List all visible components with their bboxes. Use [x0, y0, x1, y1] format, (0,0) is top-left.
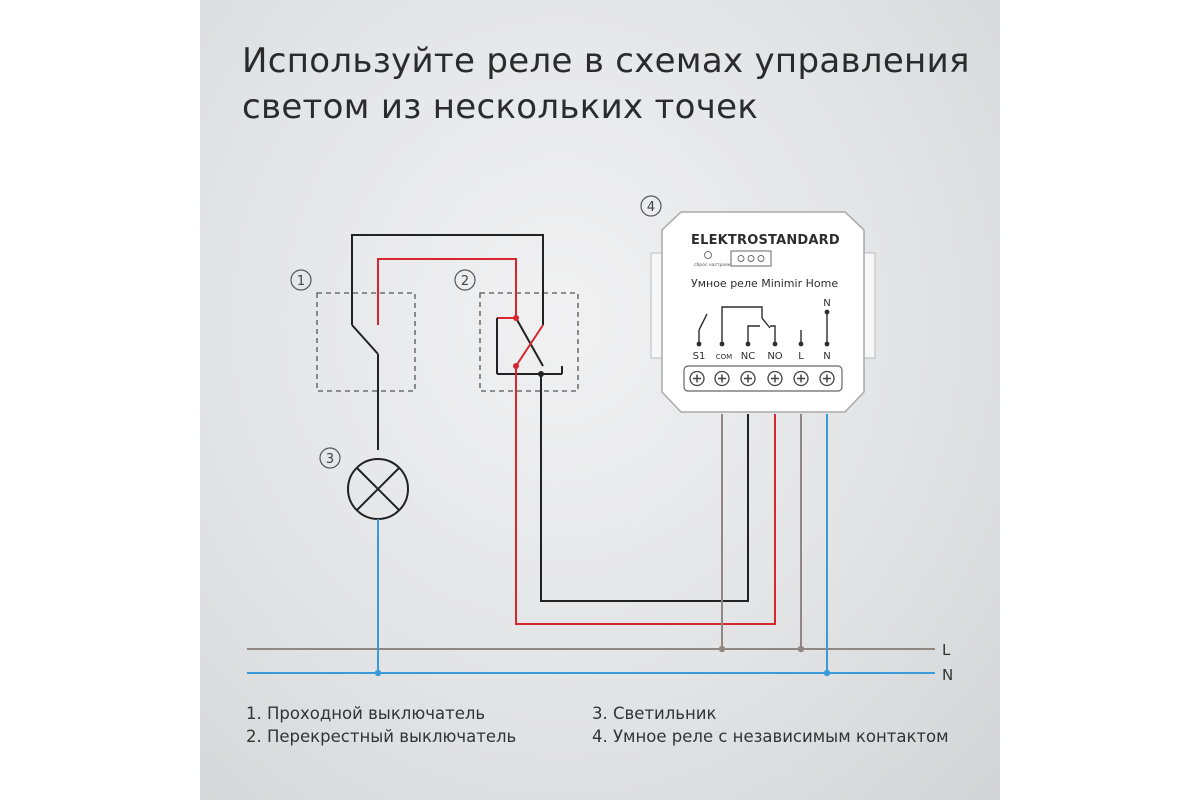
marker-4-label: 4: [647, 200, 655, 215]
red-traveler-wire: [377, 258, 517, 325]
marker-3: 3: [319, 447, 341, 469]
title-line-1: Используйте реле в схемах управления: [242, 41, 970, 81]
relay-brand: ELEKTROSTANDARD: [691, 233, 840, 248]
relay-nc-node: [745, 341, 751, 347]
marker-1-label: 1: [297, 274, 305, 289]
terminal-screw-com: [714, 370, 730, 387]
relay-indicator-window: [730, 250, 772, 267]
marker-2-label: 2: [461, 274, 469, 289]
marker-3-label: 3: [326, 452, 334, 467]
terminal-label-s1: S1: [693, 351, 706, 362]
legend-item-3: 3. Светильник: [592, 704, 717, 723]
junction-n-n: [823, 669, 831, 677]
switch-2-box: [479, 292, 579, 392]
l-line-label: L: [942, 641, 951, 659]
relay-name: Умное реле Minimir Home: [691, 277, 838, 290]
black-traveler-wire: [351, 234, 544, 325]
legend-item-1: 1. Проходной выключатель: [246, 704, 486, 723]
terminal-label-no: NO: [767, 351, 782, 362]
switch-2-node-red-top: [513, 315, 519, 321]
relay-com-node: [719, 341, 725, 347]
terminal-screw-n: [819, 370, 835, 387]
relay-n-top-node: [824, 309, 830, 315]
switch-2-cross-lever-a: [515, 317, 544, 367]
indicator-led-1: [737, 255, 745, 262]
relay-s1-contact: [698, 313, 708, 331]
legend-item-4: 4. Умное реле с независимым контактом: [592, 727, 949, 746]
reset-label: сброс настроек: [694, 262, 731, 268]
relay-top-n-label: N: [823, 298, 830, 309]
marker-2: 2: [454, 269, 476, 291]
n-line-label: N: [942, 666, 953, 684]
relay-n-node: [824, 341, 830, 347]
terminal-screw-nc: [740, 370, 756, 387]
red-wire-to-no: [515, 366, 776, 625]
page-title: Используйте реле в схемах управления све…: [242, 38, 970, 130]
relay-l-node: [798, 341, 804, 347]
relay-right-ear: [862, 252, 876, 359]
smart-relay: ELEKTROSTANDARD сброс настроек Умное рел…: [650, 211, 876, 413]
relay-contact-lever: [761, 317, 771, 329]
relay-nc-internal: [747, 325, 760, 344]
terminal-block: [683, 365, 843, 392]
switch-2-cross-lever-b: [515, 324, 544, 367]
relay-left-ear: [650, 252, 664, 359]
diagram-panel: [200, 0, 1000, 800]
junction-l-l: [797, 645, 805, 653]
terminal-screws: [689, 370, 835, 387]
legend-item-2: 2. Перекрестный выключатель: [246, 727, 517, 746]
marker-4: 4: [640, 195, 662, 217]
relay-s1-node: [696, 341, 702, 347]
marker-1: 1: [290, 269, 312, 291]
switch-1-box: [316, 292, 416, 392]
junction-lamp-n: [374, 669, 382, 677]
relay-no-internal: [770, 325, 776, 344]
relay-no-node: [772, 341, 778, 347]
terminal-screw-l: [793, 370, 809, 387]
terminal-label-n: N: [823, 351, 830, 362]
relay-body: [661, 211, 865, 413]
terminal-label-com: COM: [716, 353, 732, 361]
indicator-led-3: [757, 255, 765, 262]
terminal-screw-no: [767, 370, 783, 387]
indicator-led-2: [747, 255, 755, 262]
terminal-label-l: L: [798, 351, 804, 362]
reset-button-icon: [704, 251, 712, 259]
relay-common-bus: [721, 306, 763, 320]
legend-left: 1. Проходной выключатель 2. Перекрестный…: [246, 702, 516, 748]
terminal-screw-s1: [689, 370, 705, 387]
junction-com-l: [718, 645, 726, 653]
title-line-2: светом из нескольких точек: [242, 87, 759, 127]
lamp-cross-b: [356, 467, 400, 511]
black-wire-to-nc: [540, 374, 749, 602]
terminal-label-nc: NC: [741, 351, 755, 362]
legend-right: 3. Светильник 4. Умное реле с независимы…: [592, 702, 949, 748]
switch-1-lever: [351, 324, 379, 355]
